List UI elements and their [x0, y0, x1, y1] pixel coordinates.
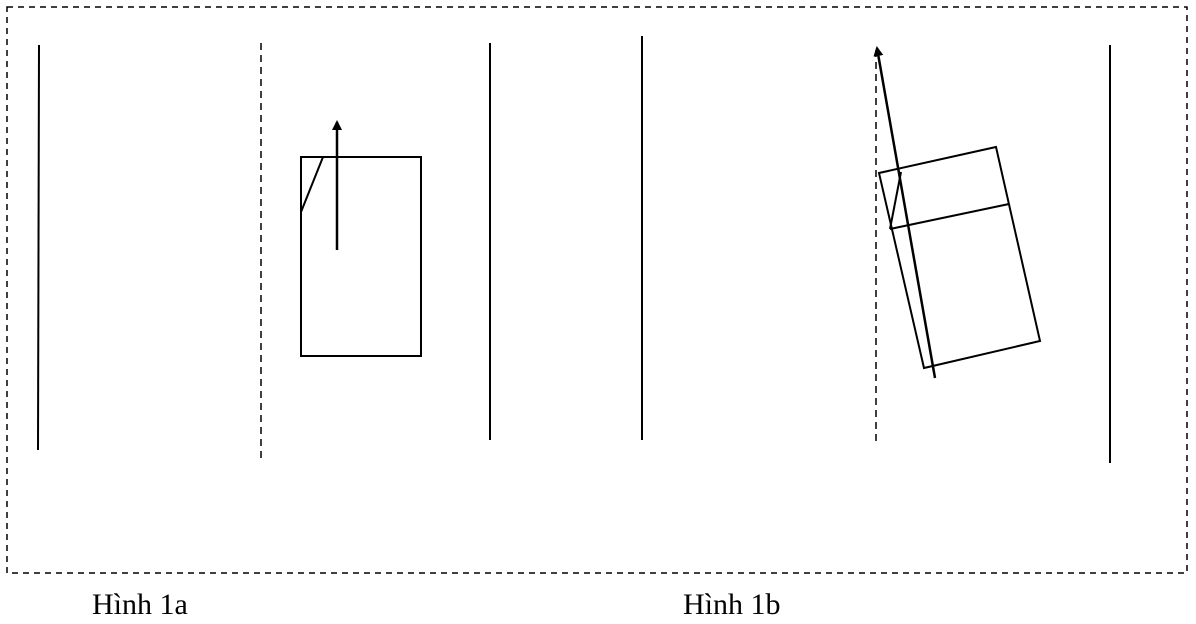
vehicle-windshield-line [889, 203, 1010, 230]
figure-1b [641, 36, 1111, 463]
vehicle-side-line [889, 171, 902, 230]
dashed-frame [6, 6, 1188, 574]
caption-figure-1b: Hình 1b [683, 588, 781, 621]
road-edge-left [37, 44, 40, 451]
lane-diagram [6, 6, 1188, 574]
vehicle [300, 156, 422, 357]
caption-figure-1a: Hình 1a [92, 588, 188, 621]
figure-1a [37, 43, 491, 458]
vehicle-windshield-line [300, 156, 324, 213]
direction-arrow-tilted [873, 46, 937, 379]
vehicle-rotated [877, 145, 1042, 370]
